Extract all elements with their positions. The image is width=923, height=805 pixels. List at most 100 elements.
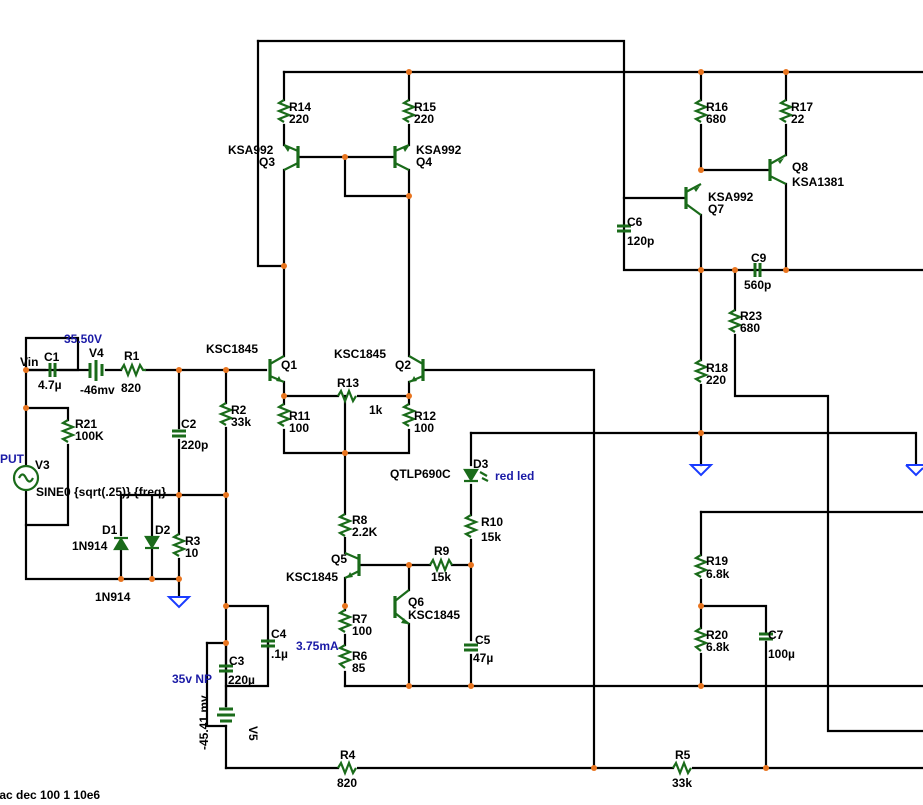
c9-value: 560p bbox=[744, 278, 771, 292]
r10-resistor bbox=[463, 514, 479, 538]
r20-label: R20 bbox=[706, 628, 728, 642]
r14-label: R14 bbox=[289, 100, 311, 114]
c4-capacitor bbox=[261, 639, 275, 648]
d3-value: red led bbox=[495, 469, 534, 483]
r13-value: 1k bbox=[369, 403, 383, 417]
d2-diode bbox=[144, 535, 160, 550]
r11-resistor bbox=[276, 403, 292, 427]
resistors bbox=[60, 99, 794, 776]
r15-resistor bbox=[401, 99, 417, 123]
r23-label: R23 bbox=[740, 309, 762, 323]
r1-label: R1 bbox=[124, 349, 140, 363]
r23-value: 680 bbox=[740, 321, 760, 335]
v3-sine-source bbox=[12, 464, 40, 492]
q4-transistor bbox=[393, 143, 410, 171]
q8-label: Q8 bbox=[792, 160, 808, 174]
r1-value: 820 bbox=[121, 381, 141, 395]
q4-type: KSA992 bbox=[416, 143, 462, 157]
r5-resistor bbox=[672, 760, 692, 776]
q6-type: KSC1845 bbox=[408, 608, 460, 622]
v5-value: -45.41 mv bbox=[197, 695, 211, 750]
c3-value: 220µ bbox=[228, 673, 255, 687]
sources bbox=[12, 360, 235, 723]
q2-transistor bbox=[408, 355, 425, 384]
c1-label: C1 bbox=[44, 350, 60, 364]
q1-transistor bbox=[268, 355, 285, 384]
r2-label: R2 bbox=[231, 403, 247, 417]
r19-resistor bbox=[693, 554, 709, 578]
d1-label: D1 bbox=[102, 523, 118, 537]
r6-resistor bbox=[337, 644, 353, 669]
r13-resistor bbox=[337, 388, 357, 404]
r13-label: R13 bbox=[337, 376, 359, 390]
v5-label: V5 bbox=[246, 726, 260, 741]
v4-source bbox=[88, 360, 104, 381]
c4-label: C4 bbox=[271, 627, 287, 641]
q5-transistor bbox=[344, 551, 361, 579]
c9-label: C9 bbox=[751, 251, 767, 265]
r3-value: 10 bbox=[185, 546, 199, 560]
r2-value: 33k bbox=[231, 415, 251, 429]
labels: R14 220 R15 220 KSA992 Q3 KSA992 Q4 R16 … bbox=[0, 100, 844, 802]
transistors bbox=[268, 143, 787, 625]
r8-label: R8 bbox=[352, 513, 368, 527]
r16-label: R16 bbox=[706, 100, 728, 114]
c2-label: C2 bbox=[181, 417, 197, 431]
c6-label: C6 bbox=[627, 215, 643, 229]
d3-label: D3 bbox=[473, 457, 489, 471]
r16-resistor bbox=[693, 99, 709, 123]
v3-label: V3 bbox=[35, 458, 50, 472]
v5-source bbox=[217, 707, 235, 723]
q8-type: KSA1381 bbox=[792, 175, 844, 189]
r17-label: R17 bbox=[791, 100, 813, 114]
c3-capacitor bbox=[219, 664, 233, 673]
c3-label: C3 bbox=[229, 654, 245, 668]
r18-value: 220 bbox=[706, 373, 726, 387]
v4-value: -46mv bbox=[80, 383, 115, 397]
c6-capacitor bbox=[617, 224, 631, 233]
r20-value: 6.8k bbox=[706, 640, 730, 654]
ground-symbol bbox=[905, 464, 923, 477]
r4-value: 820 bbox=[337, 776, 357, 790]
r12-value: 100 bbox=[414, 421, 434, 435]
d2-type: 1N914 bbox=[95, 590, 131, 604]
diodes bbox=[113, 468, 489, 551]
r6-label: R6 bbox=[352, 649, 368, 663]
junctions bbox=[23, 69, 789, 771]
q3-transistor bbox=[283, 143, 300, 171]
vin-label: Vin bbox=[20, 355, 38, 369]
c5-value: 47µ bbox=[473, 651, 493, 665]
analysis-command: .ac dec 100 1 10e6 bbox=[0, 788, 100, 802]
r19-label: R19 bbox=[706, 554, 728, 568]
q1-label: Q1 bbox=[281, 358, 297, 372]
q7-label: Q7 bbox=[708, 202, 724, 216]
r4-resistor bbox=[337, 760, 357, 776]
c5-capacitor bbox=[464, 643, 478, 652]
r21-label: R21 bbox=[75, 417, 97, 431]
q6-transistor bbox=[393, 589, 410, 625]
r21-value: 100K bbox=[75, 429, 104, 443]
r10-value: 15k bbox=[481, 530, 501, 544]
r18-label: R18 bbox=[706, 361, 728, 375]
q1-type: KSC1845 bbox=[206, 342, 258, 356]
c9-capacitor bbox=[753, 263, 762, 277]
c6-value: 120p bbox=[627, 234, 654, 248]
q5-label: Q5 bbox=[331, 552, 347, 566]
q2-type: KSC1845 bbox=[334, 347, 386, 361]
r7-resistor bbox=[337, 609, 353, 633]
d1-type: 1N914 bbox=[72, 539, 108, 553]
q8-transistor bbox=[768, 154, 787, 185]
ground-symbol bbox=[166, 596, 192, 609]
r5-value: 33k bbox=[672, 776, 692, 790]
current-annotation: 3.75mA bbox=[296, 639, 339, 653]
r15-label: R15 bbox=[414, 100, 436, 114]
q2-label: Q2 bbox=[395, 358, 411, 372]
source-label: PUT bbox=[0, 452, 25, 466]
r2-resistor bbox=[218, 402, 234, 426]
grounds bbox=[166, 464, 923, 609]
r23-resistor bbox=[727, 309, 743, 333]
r7-label: R7 bbox=[352, 612, 368, 626]
q6-label: Q6 bbox=[408, 595, 424, 609]
r8-value: 2.2K bbox=[352, 525, 378, 539]
r9-value: 15k bbox=[431, 570, 451, 584]
